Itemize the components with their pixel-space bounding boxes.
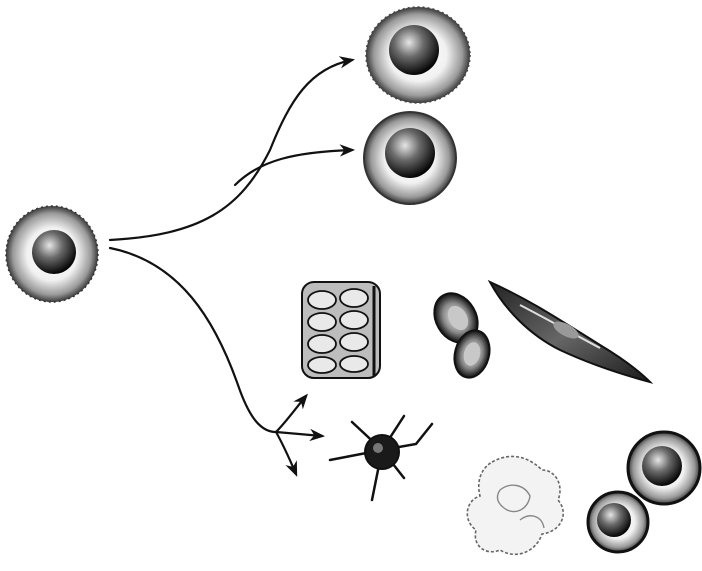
daughter-middle-nucleus bbox=[385, 128, 435, 178]
arrow-to-top-cell bbox=[110, 60, 352, 240]
stem-cell-nucleus bbox=[32, 230, 76, 274]
smooth-muscle-cell bbox=[490, 282, 650, 382]
arrow-branch-up bbox=[276, 396, 306, 432]
red-blood-cells bbox=[426, 285, 495, 381]
daughter-top-nucleus bbox=[389, 25, 439, 75]
daughter-cell-top bbox=[366, 7, 470, 103]
arrows bbox=[110, 60, 352, 474]
nerve-cell bbox=[330, 416, 432, 500]
stem-cell bbox=[6, 206, 98, 302]
connective-tissue bbox=[467, 456, 563, 554]
arrow-branch-right bbox=[276, 432, 322, 436]
arrow-to-differentiated-cells bbox=[110, 248, 276, 432]
daughter-cell-middle bbox=[364, 112, 456, 204]
arrow-branch-down bbox=[276, 432, 296, 474]
white-blood-cells bbox=[588, 432, 700, 552]
muscle-cell bbox=[302, 282, 380, 378]
